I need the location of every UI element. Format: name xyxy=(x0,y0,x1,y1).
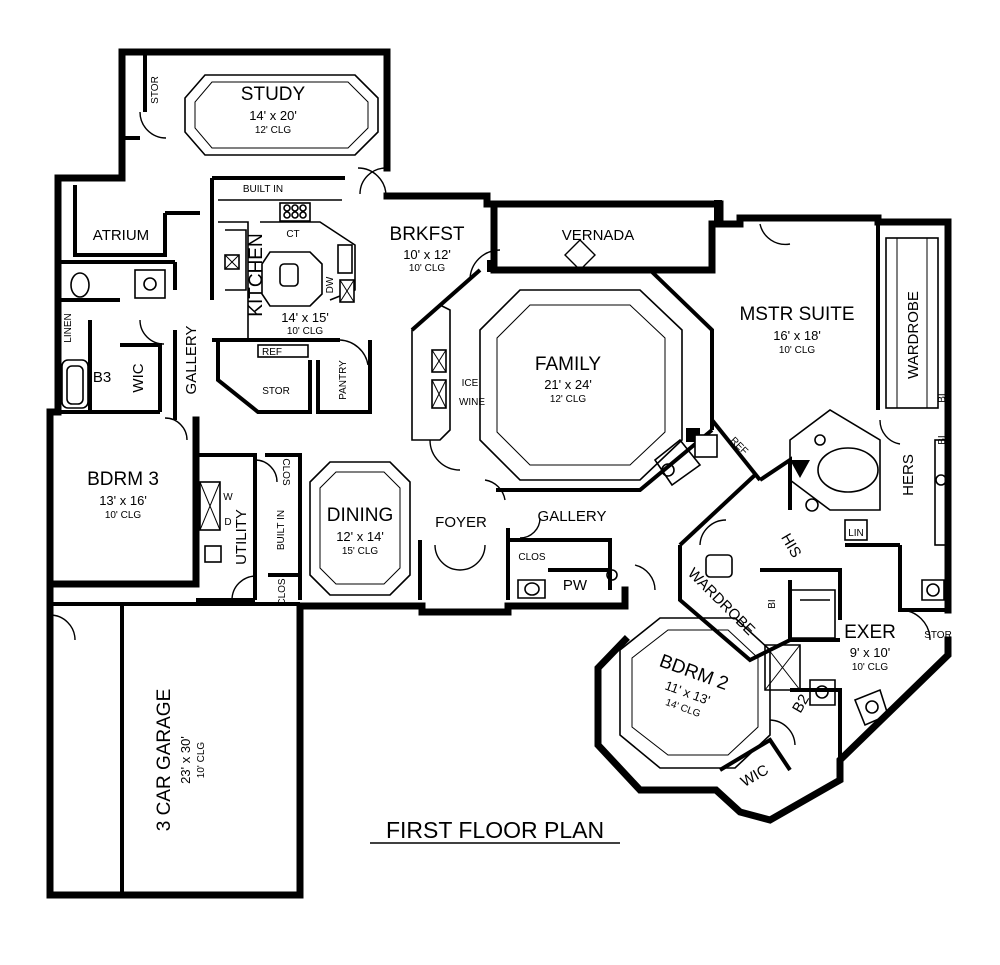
mstr-suite-name: MSTR SUITE xyxy=(739,304,854,325)
pantry-label: PANTRY xyxy=(338,360,349,400)
linen-label: LINEN xyxy=(63,313,74,342)
b3-label: B3 xyxy=(93,369,111,386)
study-stor-label: STOR xyxy=(150,76,161,104)
his-label: HIS xyxy=(777,531,804,561)
gallery-left-label: GALLERY xyxy=(183,326,200,395)
dining-size: 12' x 14' xyxy=(336,529,384,544)
brkfst-size: 10' x 12' xyxy=(403,247,451,262)
dining-clg: 15' CLG xyxy=(342,546,379,557)
mstr-suite-size: 16' x 18' xyxy=(773,328,821,343)
his-wardrobe-label: WARDROBE xyxy=(684,565,758,639)
pw-label: PW xyxy=(563,577,588,594)
utility-label: UTILITY xyxy=(233,509,250,565)
family-room xyxy=(411,239,718,501)
wic-bdrm3-label: WIC xyxy=(130,363,147,392)
brkfst-name: BRKFST xyxy=(390,224,465,245)
bi-label-1: BI xyxy=(937,393,948,402)
kitchen-name: KITCHEN xyxy=(246,233,267,316)
kitchen-room xyxy=(218,199,369,366)
dryer-label: D xyxy=(224,517,231,528)
kitchen-ct: CT xyxy=(286,229,299,240)
family-ref-label: REF xyxy=(728,435,750,457)
garage-area xyxy=(49,610,301,895)
family-size: 21' x 24' xyxy=(544,377,592,392)
hers-label: HERS xyxy=(900,454,917,496)
mstr-suite-clg: 10' CLG xyxy=(779,345,816,356)
exterior-walls xyxy=(46,48,952,899)
interior-walls xyxy=(50,52,948,895)
garage-clg: 10' CLG xyxy=(196,742,207,779)
master-suite-room xyxy=(699,223,949,691)
kitchen-dw: DW xyxy=(325,276,336,293)
kitchen-clg: 10' CLG xyxy=(287,326,324,337)
garage-size: 23' x 30' xyxy=(178,736,193,784)
dining-room xyxy=(309,461,411,596)
wic-bdrm2-label: WIC xyxy=(738,761,772,790)
bdrm3-size: 13' x 16' xyxy=(99,493,147,508)
bdrm2-room xyxy=(619,617,889,769)
bi-label-2: BI xyxy=(937,435,948,444)
wine-label: WINE xyxy=(459,397,485,408)
foyer-label: FOYER xyxy=(435,514,487,531)
study-size: 14' x 20' xyxy=(249,108,297,123)
veranda-area xyxy=(487,200,722,272)
plan-title: FIRST FLOOR PLAN xyxy=(386,817,604,843)
clos-label-3: CLOS xyxy=(518,552,546,563)
exer-clg: 10' CLG xyxy=(852,662,889,673)
ice-label: ICE xyxy=(462,378,479,389)
kitchen-ref: REF xyxy=(262,347,282,358)
exer-stor-label: STOR xyxy=(924,630,952,641)
lin-label: LIN xyxy=(848,528,864,539)
brkfst-clg: 10' CLG xyxy=(409,263,446,274)
dining-name: DINING xyxy=(327,505,394,526)
vernada-label: VERNADA xyxy=(562,227,635,244)
bdrm3-area xyxy=(61,269,278,601)
washer-label: W xyxy=(223,492,233,503)
foyer-area xyxy=(434,517,656,599)
bdrm3-clg: 10' CLG xyxy=(105,510,142,521)
kitchen-stor: STOR xyxy=(262,386,290,397)
kitchen-size: 14' x 15' xyxy=(281,310,329,325)
utility-built-in: BUILT IN xyxy=(276,510,287,550)
study-name: STUDY xyxy=(241,84,306,105)
exer-name: EXER xyxy=(844,622,896,643)
family-name: FAMILY xyxy=(535,354,601,375)
mstr-wardrobe-label: WARDROBE xyxy=(905,291,922,379)
atrium-label: ATRIUM xyxy=(93,227,149,244)
study-clg: 12' CLG xyxy=(255,125,292,136)
kitchen-built-in: BUILT IN xyxy=(243,184,283,195)
bdrm3-name: BDRM 3 xyxy=(87,469,159,490)
b2-label: B2 xyxy=(789,692,813,716)
bi-label-3: BI xyxy=(767,599,778,608)
study-room xyxy=(139,74,387,197)
clos-label-2: CLOS xyxy=(277,578,288,606)
garage-name: 3 CAR GARAGE xyxy=(154,689,175,832)
gallery-center-label: GALLERY xyxy=(538,508,607,525)
family-clg: 12' CLG xyxy=(550,394,587,405)
clos-label-1: CLOS xyxy=(280,458,291,486)
exer-size: 9' x 10' xyxy=(850,645,890,660)
